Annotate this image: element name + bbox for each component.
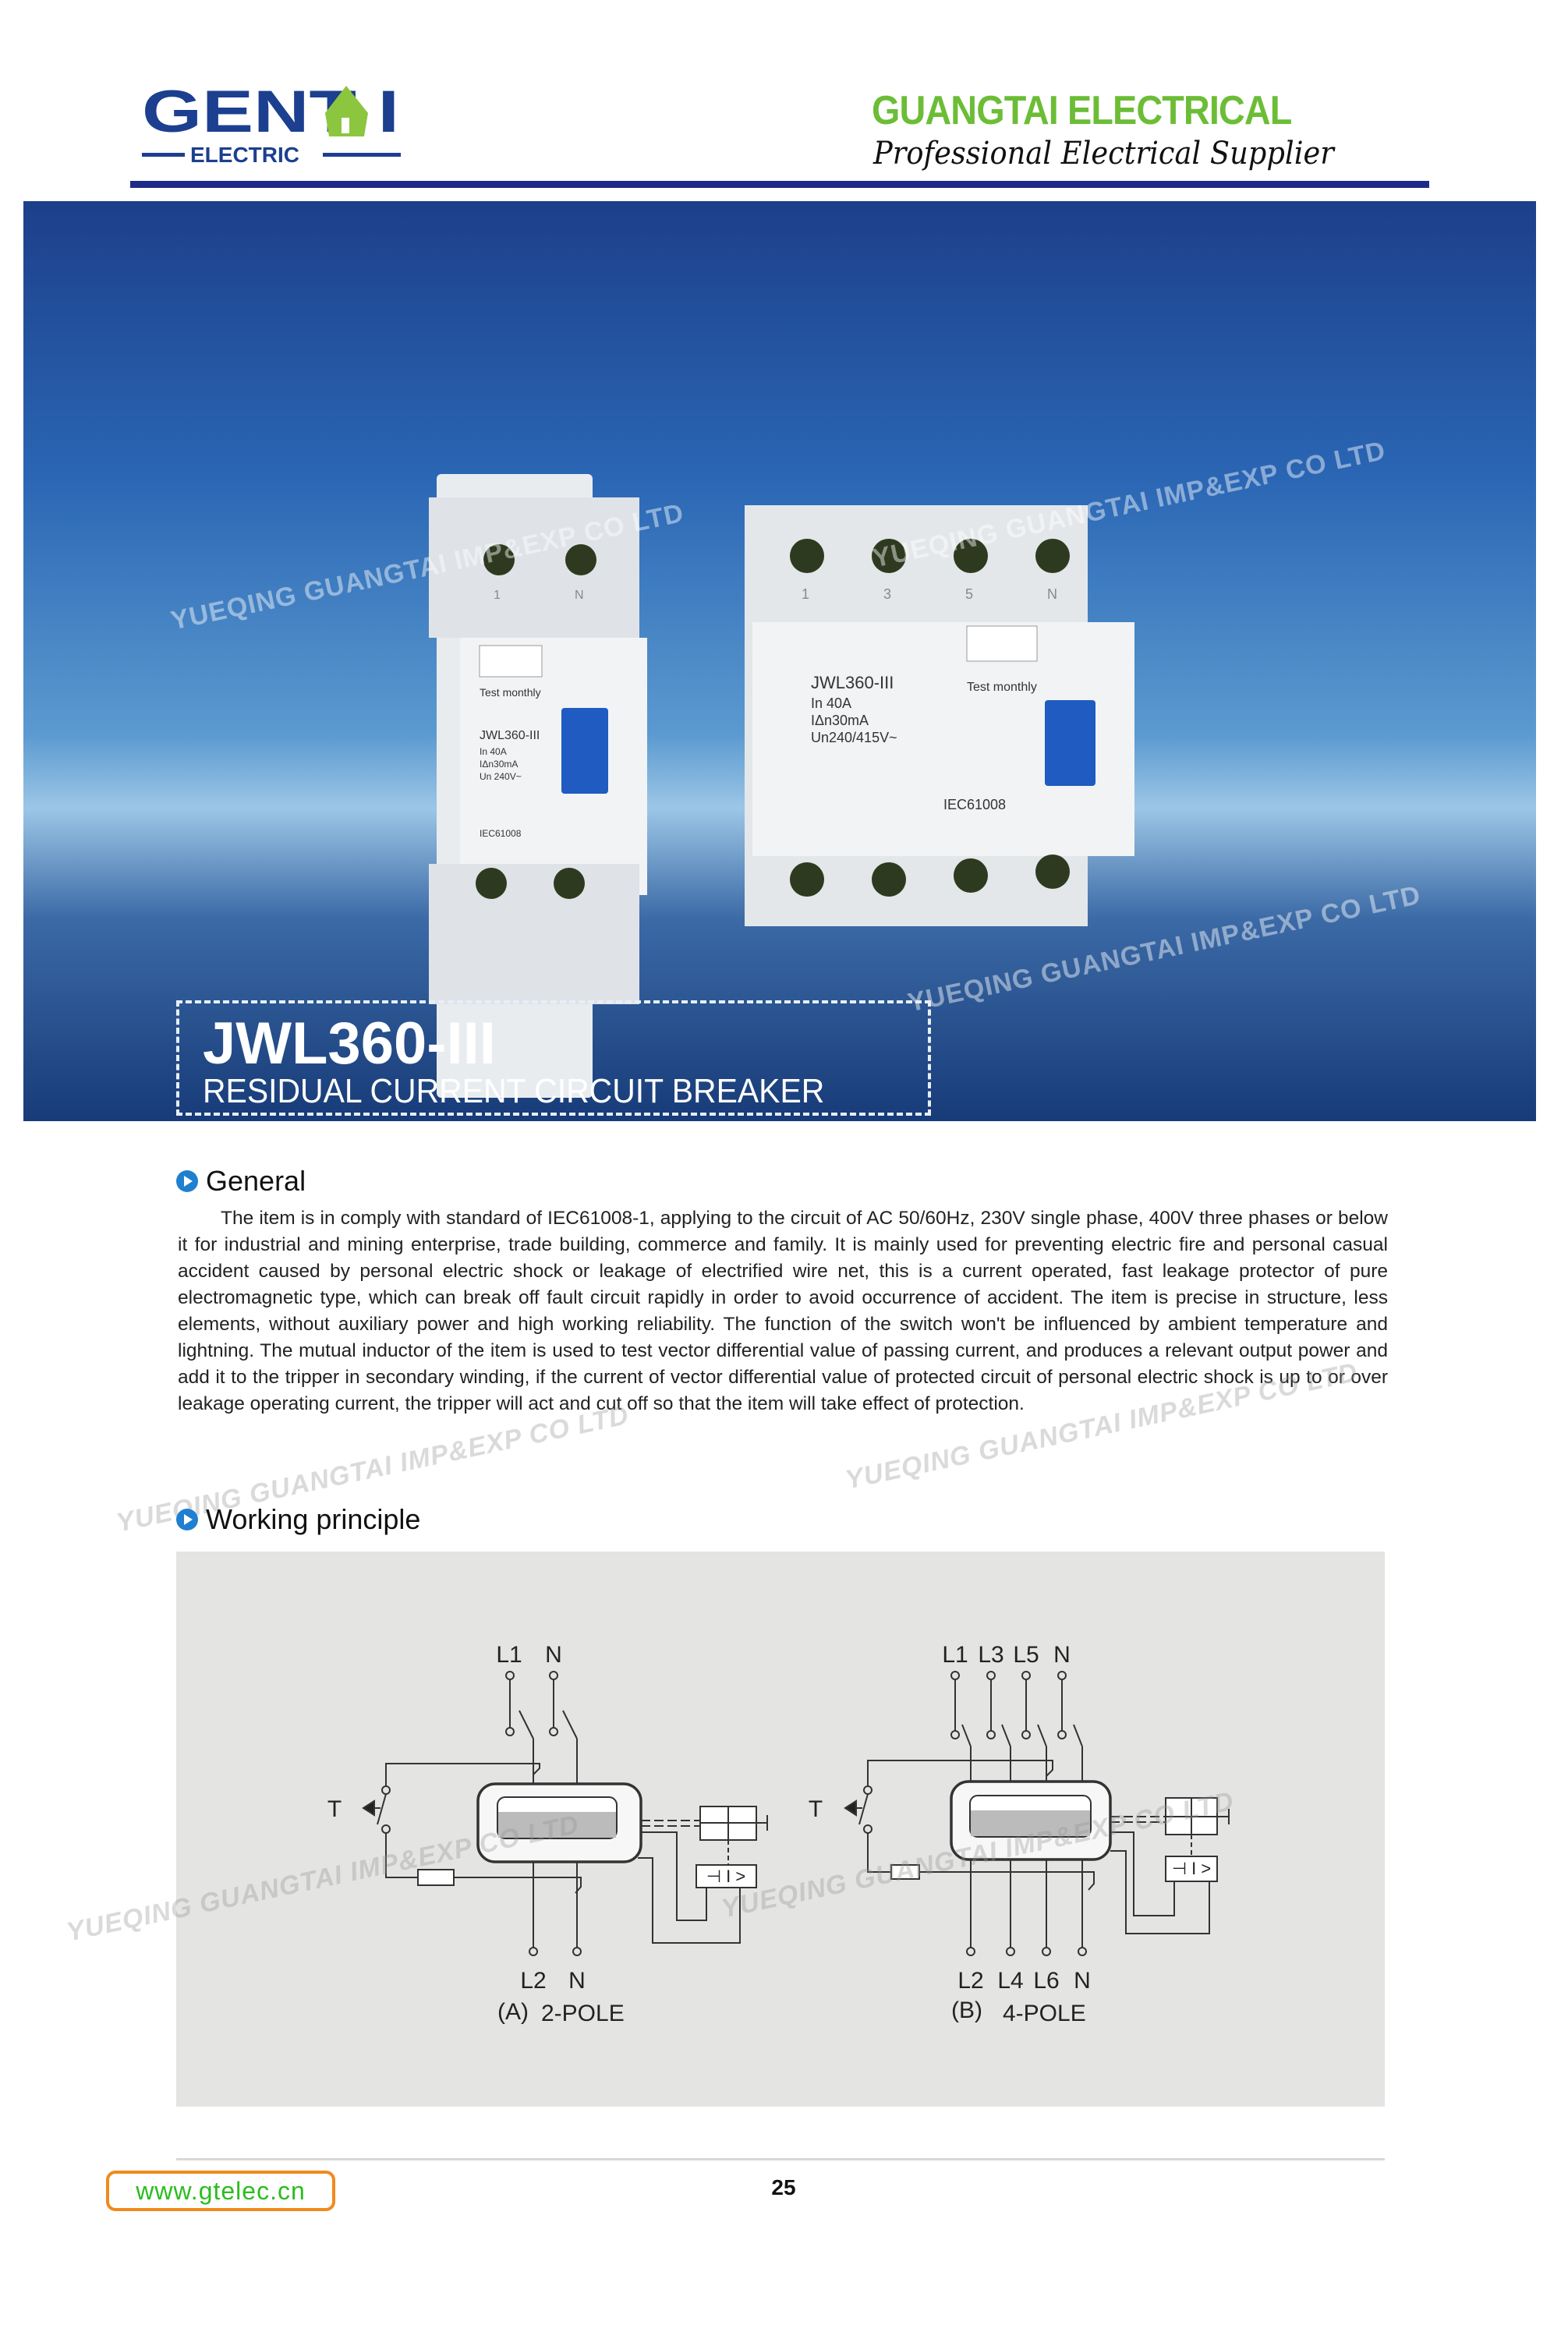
svg-text:ELECTRIC: ELECTRIC bbox=[190, 143, 299, 167]
terminal-label: 3 bbox=[883, 586, 891, 602]
product-subtitle: RESIDUAL CURRENT CIRCUIT BREAKER bbox=[203, 1072, 825, 1110]
caption: 2-POLE bbox=[541, 2001, 625, 2026]
breaker-2pole-model: JWL360-III bbox=[480, 729, 540, 742]
arrow-bullet-icon bbox=[176, 1170, 198, 1192]
svg-text:⊣ I >: ⊣ I > bbox=[1172, 1859, 1211, 1878]
caption-prefix: (B) bbox=[951, 1998, 982, 2023]
label-bottom: L6 bbox=[1033, 1968, 1059, 1994]
terminal-label: 1 bbox=[494, 589, 501, 602]
label-test: T bbox=[327, 1796, 342, 1822]
terminal-label: 5 bbox=[965, 586, 973, 602]
terminal-label: 1 bbox=[802, 586, 809, 602]
label-bottom: L2 bbox=[520, 1968, 546, 1994]
brand-tagline: Professional Electrical Supplier bbox=[873, 136, 1334, 172]
breaker-2pole-rating: In 40A bbox=[480, 746, 507, 757]
label-test: T bbox=[809, 1796, 823, 1822]
label-bottom: L4 bbox=[997, 1968, 1023, 1994]
wiring-diagram: L1 N T ⊣ I > bbox=[64, 1552, 1385, 2107]
caption-prefix: (A) bbox=[497, 1999, 529, 2025]
breaker-4pole-standard: IEC61008 bbox=[943, 797, 1006, 812]
gentai-logo: GENT I ELECTRIC bbox=[142, 79, 415, 168]
diagram-2pole: L1 N T ⊣ I > bbox=[327, 1642, 768, 2026]
breaker-4pole-rating: In 40A bbox=[811, 695, 851, 711]
breaker-4pole: 1 3 5 N JWL360-III In 40A IΔn30mA Un240/… bbox=[745, 505, 1134, 926]
general-heading: General bbox=[176, 1165, 306, 1198]
svg-text:⊣ I >: ⊣ I > bbox=[706, 1867, 745, 1886]
page-number: 25 bbox=[771, 2175, 796, 2199]
terminal-label: N bbox=[575, 589, 584, 602]
header-divider bbox=[130, 181, 1429, 188]
product-model: JWL360-III bbox=[203, 1010, 496, 1077]
breaker-4pole-model: JWL360-III bbox=[811, 673, 894, 692]
breaker-2pole-label: Test monthly bbox=[480, 686, 541, 699]
product-title-box: JWL360-III RESIDUAL CURRENT CIRCUIT BREA… bbox=[176, 1000, 931, 1116]
arrow-bullet-icon bbox=[176, 1509, 198, 1530]
label-bottom: N bbox=[1074, 1968, 1091, 1994]
label-bottom: N bbox=[568, 1968, 586, 1994]
brand-title: GUANGTAI ELECTRICAL bbox=[872, 88, 1292, 133]
footer-divider bbox=[176, 2158, 1385, 2160]
terminal-label: N bbox=[1047, 586, 1057, 602]
product-photo: Test monthly JWL360-III In 40A IΔn30mA U… bbox=[429, 474, 1134, 1098]
breaker-2pole-standard: IEC61008 bbox=[480, 828, 522, 839]
label-top: L3 bbox=[978, 1642, 1003, 1668]
label-top: L1 bbox=[496, 1642, 522, 1668]
label-top: N bbox=[545, 1642, 562, 1668]
working-principle-heading-text: Working principle bbox=[206, 1503, 421, 1535]
product-banner: Test monthly JWL360-III In 40A IΔn30mA U… bbox=[23, 201, 1536, 1121]
breaker-2pole-voltage: Un 240V~ bbox=[480, 771, 522, 782]
breaker-2pole-sensitivity: IΔn30mA bbox=[480, 759, 518, 770]
label-top: L1 bbox=[942, 1642, 968, 1668]
label-bottom: L2 bbox=[957, 1968, 983, 1994]
label-top: L5 bbox=[1013, 1642, 1039, 1668]
diagram-4pole: L1 L3 L5 N T bbox=[809, 1642, 1230, 2026]
website-link[interactable]: www.gtelec.cn bbox=[106, 2171, 335, 2211]
general-heading-text: General bbox=[206, 1165, 306, 1197]
breaker-4pole-voltage: Un240/415V~ bbox=[811, 730, 897, 745]
label-top: N bbox=[1053, 1642, 1071, 1668]
breaker-4pole-label: Test monthly bbox=[967, 681, 1037, 694]
general-paragraph: The item is in comply with standard of I… bbox=[178, 1208, 1388, 1414]
caption: 4-POLE bbox=[1003, 2001, 1086, 2026]
breaker-2pole: Test monthly JWL360-III In 40A IΔn30mA U… bbox=[429, 474, 647, 1098]
breaker-4pole-sensitivity: IΔn30mA bbox=[811, 713, 869, 728]
working-principle-heading: Working principle bbox=[176, 1503, 420, 1536]
